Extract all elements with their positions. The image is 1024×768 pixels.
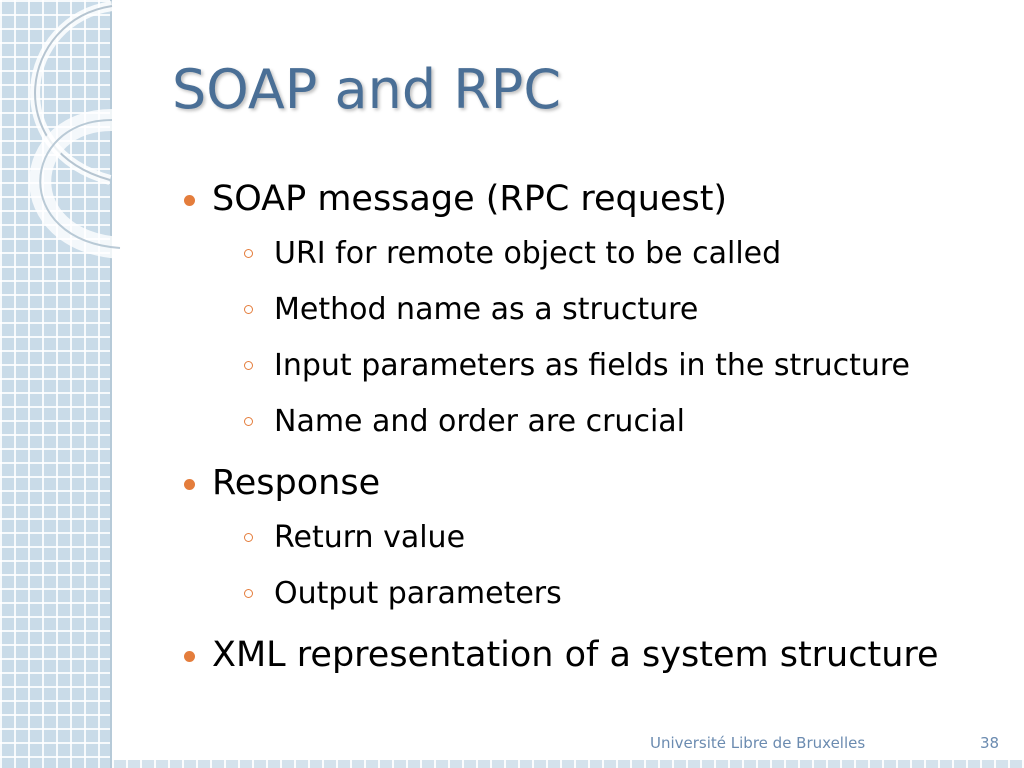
sub-bullet-ring-icon [244,533,253,542]
footer-university: Université Libre de Bruxelles [650,734,866,752]
bullet-text: Response [212,463,381,503]
bullet-item: SOAP message (RPC request) URI for remot… [184,172,1004,450]
sub-bullet-text: URI for remote object to be called [274,236,782,271]
sub-bullet-item: Input parameters as fields in the struct… [242,338,1004,394]
sub-bullet-ring-icon [244,361,253,370]
sub-bullet-item: Name and order are crucial [242,394,1004,450]
bullet-item: XML representation of a system structure [184,628,1004,682]
bullet-dot-icon [184,195,195,206]
sub-bullet-text: Method name as a structure [274,292,699,327]
sub-bullet-ring-icon [244,589,253,598]
sub-bullet-item: Output parameters [242,566,1004,622]
bullet-item: Response Return value Output parameters [184,456,1004,622]
sub-bullet-ring-icon [244,249,253,258]
slide-content: SOAP message (RPC request) URI for remot… [184,172,1004,682]
sub-bullet-text: Return value [274,520,466,555]
slide-title: SOAP and RPC [172,58,562,121]
sub-bullet-ring-icon [244,417,253,426]
sub-bullet-list: URI for remote object to be called Metho… [212,226,1004,450]
decorative-bottom-strip [112,760,1024,768]
bullet-text: SOAP message (RPC request) [212,179,728,219]
sub-bullet-item: Return value [242,510,1004,566]
sub-bullet-text: Input parameters as fields in the struct… [274,348,911,383]
bullet-dot-icon [184,651,195,662]
bullet-dot-icon [184,479,195,490]
sub-bullet-list: Return value Output parameters [212,510,1004,622]
sub-bullet-ring-icon [244,305,253,314]
sub-bullet-item: URI for remote object to be called [242,226,1004,282]
bullet-text: XML representation of a system structure [212,635,939,675]
footer-page-number: 38 [980,734,1000,752]
sub-bullet-text: Output parameters [274,576,562,611]
bullet-list: SOAP message (RPC request) URI for remot… [184,172,1004,682]
decorative-swirl-icon [29,1,122,259]
sub-bullet-item: Method name as a structure [242,282,1004,338]
sub-bullet-text: Name and order are crucial [274,404,685,439]
